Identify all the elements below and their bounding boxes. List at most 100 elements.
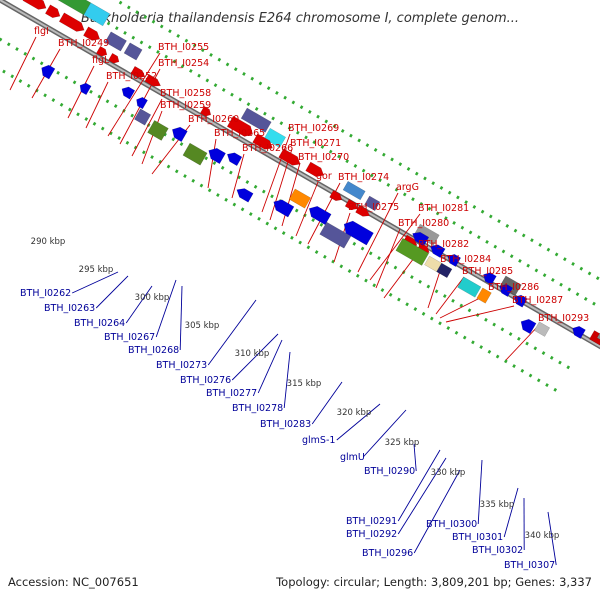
reverse-leader-line bbox=[207, 299, 257, 366]
gene-feature-26 bbox=[413, 223, 440, 246]
forward-gene-label: BTH_I0287 bbox=[512, 295, 563, 306]
map-title: Burkholderia thailandensis E264 chromoso… bbox=[81, 11, 519, 26]
reverse-gene-label: BTH_I0291 bbox=[346, 516, 397, 527]
forward-gene-label: BTH_I0266 bbox=[242, 143, 293, 154]
reverse-gene-label: BTH_I0277 bbox=[206, 388, 257, 399]
forward-gene-label: BTH_I0252 bbox=[106, 71, 157, 82]
forward-gene-label: flgL bbox=[92, 55, 110, 66]
forward-leader-line bbox=[369, 213, 421, 281]
forward-leader-line bbox=[9, 36, 37, 91]
forward-gene-label: gor bbox=[316, 171, 332, 182]
reverse-leader-line bbox=[72, 271, 119, 294]
gene-feature-36 bbox=[147, 120, 169, 141]
gene-feature-51 bbox=[430, 244, 446, 258]
gene-feature-57 bbox=[514, 294, 528, 308]
gene-feature-7 bbox=[83, 26, 101, 41]
reverse-gene-label: BTH_I0276 bbox=[180, 375, 231, 386]
reverse-leader-line bbox=[397, 449, 441, 522]
gene-feature-40 bbox=[226, 152, 243, 167]
gene-feature-58 bbox=[520, 318, 537, 335]
gene-feature-52 bbox=[447, 254, 462, 267]
forward-gene-label: BTH_I0258 bbox=[160, 88, 211, 99]
tick-track-3 bbox=[0, 67, 560, 394]
reverse-gene-label: BTH_I0307 bbox=[504, 560, 555, 571]
forward-gene-labels: flgIBTH_I0249flgLBTH_I0252BTH_I0255BTH_I… bbox=[34, 26, 589, 324]
label-leader-lines bbox=[9, 36, 557, 566]
gene-feature-41 bbox=[236, 188, 254, 203]
forward-leader-line bbox=[141, 110, 163, 165]
gene-feature-13 bbox=[144, 73, 161, 87]
reverse-gene-label: glmU bbox=[340, 452, 365, 463]
forward-gene-label: BTH_I0275 bbox=[348, 202, 399, 213]
reverse-leader-line bbox=[477, 459, 483, 525]
gene-feature-8 bbox=[104, 31, 127, 52]
gene-feature-31 bbox=[41, 64, 56, 80]
forward-gene-label: argG bbox=[396, 182, 419, 193]
gene-feature-35 bbox=[134, 108, 152, 126]
gene-feature-21 bbox=[342, 180, 366, 201]
forward-gene-label: BTH_I0286 bbox=[488, 282, 539, 293]
forward-leader-line bbox=[67, 65, 95, 119]
reverse-leader-line bbox=[397, 457, 447, 535]
forward-leader-line bbox=[231, 153, 245, 199]
gene-feature-33 bbox=[121, 86, 136, 100]
reverse-leader-line bbox=[311, 381, 343, 425]
forward-leader-line bbox=[281, 162, 301, 227]
gene-feature-39 bbox=[208, 148, 226, 165]
kbp-label: 340 kbp bbox=[525, 531, 560, 541]
gene-feature-59 bbox=[533, 321, 551, 337]
forward-leader-line bbox=[295, 181, 319, 237]
gene-feature-46 bbox=[343, 220, 374, 246]
gene-feature-44 bbox=[308, 206, 332, 226]
reverse-leader-line bbox=[125, 285, 153, 324]
gene-feature-23 bbox=[329, 189, 343, 202]
reverse-gene-label: BTH_I0283 bbox=[260, 419, 311, 430]
reverse-gene-labels: BTH_I0262BTH_I0263BTH_I0264BTH_I0267BTH_… bbox=[20, 288, 555, 571]
forward-leader-line bbox=[445, 305, 515, 323]
gene-feature-16 bbox=[263, 127, 287, 148]
forward-gene-label: BTH_I0281 bbox=[418, 203, 469, 214]
reverse-leader-line bbox=[283, 351, 291, 409]
forward-gene-label: BTH_I0282 bbox=[418, 239, 469, 250]
forward-gene-label: BTH_I0260 bbox=[188, 114, 239, 125]
kbp-label: 335 kbp bbox=[480, 500, 515, 510]
kbp-label: 310 kbp bbox=[235, 349, 270, 359]
gene-feature-6 bbox=[58, 12, 85, 32]
gene-feature-45 bbox=[319, 221, 352, 249]
gene-feature-15 bbox=[240, 107, 272, 133]
reverse-gene-label: BTH_I0267 bbox=[104, 332, 155, 343]
chromosome-backbone bbox=[0, 0, 600, 350]
forward-gene-label: BTH_I0269 bbox=[288, 123, 339, 134]
gene-feature-54 bbox=[476, 287, 492, 304]
gene-feature-30 bbox=[589, 330, 600, 346]
forward-leader-line bbox=[435, 276, 465, 315]
reverse-gene-label: BTH_I0263 bbox=[44, 303, 95, 314]
gene-feature-5 bbox=[44, 4, 61, 18]
reverse-leader-line bbox=[155, 279, 177, 338]
gene-feature-14 bbox=[199, 105, 212, 117]
forward-gene-label: BTH_I0271 bbox=[290, 138, 341, 149]
gene-feature-60 bbox=[572, 326, 586, 339]
gene-feature-53 bbox=[457, 276, 482, 298]
gene-feature-55 bbox=[483, 272, 497, 286]
gene-feature-29 bbox=[499, 275, 522, 296]
gene-feature-47 bbox=[395, 237, 430, 266]
gene-feature-10 bbox=[95, 45, 108, 57]
reverse-gene-label: BTH_I0301 bbox=[452, 532, 503, 543]
forward-leader-line bbox=[85, 81, 109, 129]
gene-features bbox=[22, 0, 600, 346]
forward-gene-label: flgI bbox=[34, 26, 49, 37]
reverse-leader-line bbox=[547, 511, 557, 566]
forward-leader-line bbox=[131, 98, 163, 157]
gene-feature-24 bbox=[344, 198, 358, 211]
gene-feature-25 bbox=[355, 204, 370, 217]
gene-feature-20 bbox=[305, 161, 325, 177]
kbp-label: 315 kbp bbox=[287, 379, 322, 389]
forward-leader-line bbox=[207, 138, 217, 189]
reverse-gene-label: BTH_I0278 bbox=[232, 403, 283, 414]
gene-feature-3 bbox=[83, 2, 111, 27]
reverse-leader-line bbox=[95, 275, 129, 309]
kbp-label: 325 kbp bbox=[385, 438, 420, 448]
forward-leader-line bbox=[107, 52, 161, 137]
